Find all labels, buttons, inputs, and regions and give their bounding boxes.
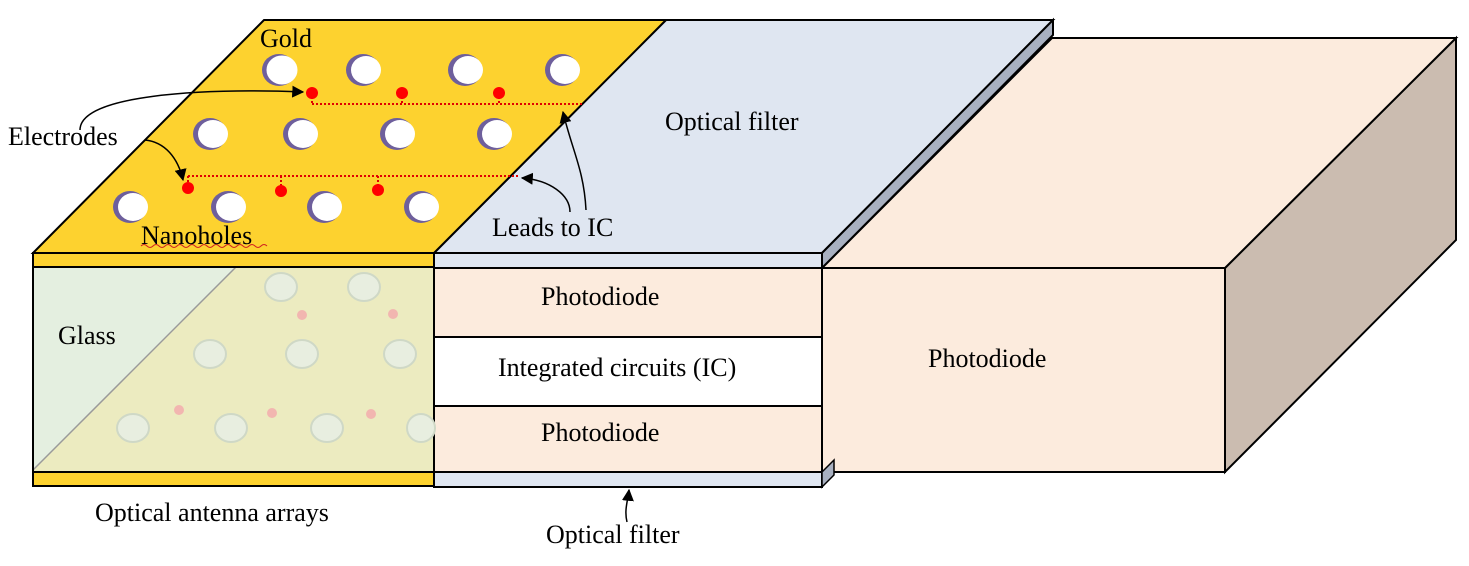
faded-hole: [310, 413, 344, 443]
faded-hole: [214, 413, 248, 443]
nanoholes-underline: [140, 244, 268, 248]
faded-electrode: [267, 408, 277, 418]
faded-hole: [264, 272, 298, 302]
gold-top-face: [30, 19, 669, 254]
faded-hole: [347, 272, 381, 302]
annotation-arrows: [79, 85, 634, 523]
photodiode-block-front: [821, 267, 1226, 473]
glass-block: [32, 252, 436, 487]
label-gold: Gold: [260, 24, 312, 53]
label-leads-to-ic: Leads to IC: [492, 213, 613, 242]
photodiode-block: [819, 35, 1459, 475]
electrode-dot: [372, 184, 384, 196]
label-glass: Glass: [58, 321, 116, 350]
electrode-dot: [182, 182, 194, 194]
label-nanoholes: Nanoholes: [141, 221, 252, 250]
nanohole: [307, 191, 342, 223]
electrodes: [182, 87, 505, 197]
nanohole: [193, 118, 228, 150]
leads-arrow-2: [520, 172, 571, 213]
optical-filter-bottom-edge: [433, 471, 823, 488]
label-photodiode-lower: Photodiode: [541, 418, 659, 447]
nanohole: [545, 54, 580, 86]
gold-surface: [30, 19, 669, 254]
electrode-dot: [306, 87, 318, 99]
faded-hole: [383, 339, 417, 369]
gold-layer-top-edge: [32, 252, 435, 268]
faded-hole: [116, 413, 150, 443]
optical-filter-top-edge: [433, 252, 823, 269]
nanohole: [404, 191, 439, 223]
nanohole: [262, 54, 298, 86]
label-optical-antenna-arrays: Optical antenna arrays: [95, 498, 329, 527]
optical-filter-top-plate: [431, 17, 1056, 271]
nanohole: [380, 118, 415, 150]
photodiode-lower-layer: [433, 405, 823, 473]
electrodes-arrow-lower: [144, 139, 187, 182]
faded-electrode: [388, 309, 398, 319]
nanohole: [346, 54, 381, 86]
nanohole: [211, 191, 246, 223]
optical-filter-bottom-arrow: [621, 488, 634, 523]
label-integrated-circuits: Integrated circuits (IC): [498, 353, 736, 382]
faded-hole: [193, 339, 227, 369]
leads-arrow-1: [559, 110, 587, 211]
electrodes-arrow-upper: [79, 85, 305, 131]
photodiode-upper-layer: [433, 267, 823, 338]
label-photodiode-block: Photodiode: [928, 344, 1046, 373]
nanohole: [448, 54, 483, 86]
glass-diagonal: [32, 266, 237, 471]
label-photodiode-upper: Photodiode: [541, 282, 659, 311]
electrode-dot: [275, 185, 287, 197]
electrode-dot: [396, 87, 408, 99]
optical-filter-bottom-side: [821, 458, 835, 489]
faded-electrode: [297, 310, 307, 320]
faded-hole: [285, 339, 319, 369]
nanohole: [113, 191, 148, 223]
gold-layer-bottom-edge: [32, 471, 435, 487]
label-optical-filter-top: Optical filter: [665, 107, 799, 136]
faded-hole: [406, 413, 436, 443]
electrode-dot: [493, 87, 505, 99]
faded-electrode: [174, 405, 184, 415]
nanohole: [477, 118, 512, 150]
label-electrodes: Electrodes: [8, 122, 118, 151]
nanoholes: [113, 54, 580, 223]
nanohole: [283, 118, 318, 150]
faded-electrodes: [174, 309, 398, 419]
faded-nanoholes: [116, 272, 436, 443]
label-optical-filter-bottom: Optical filter: [546, 520, 680, 549]
faded-electrode: [366, 409, 376, 419]
